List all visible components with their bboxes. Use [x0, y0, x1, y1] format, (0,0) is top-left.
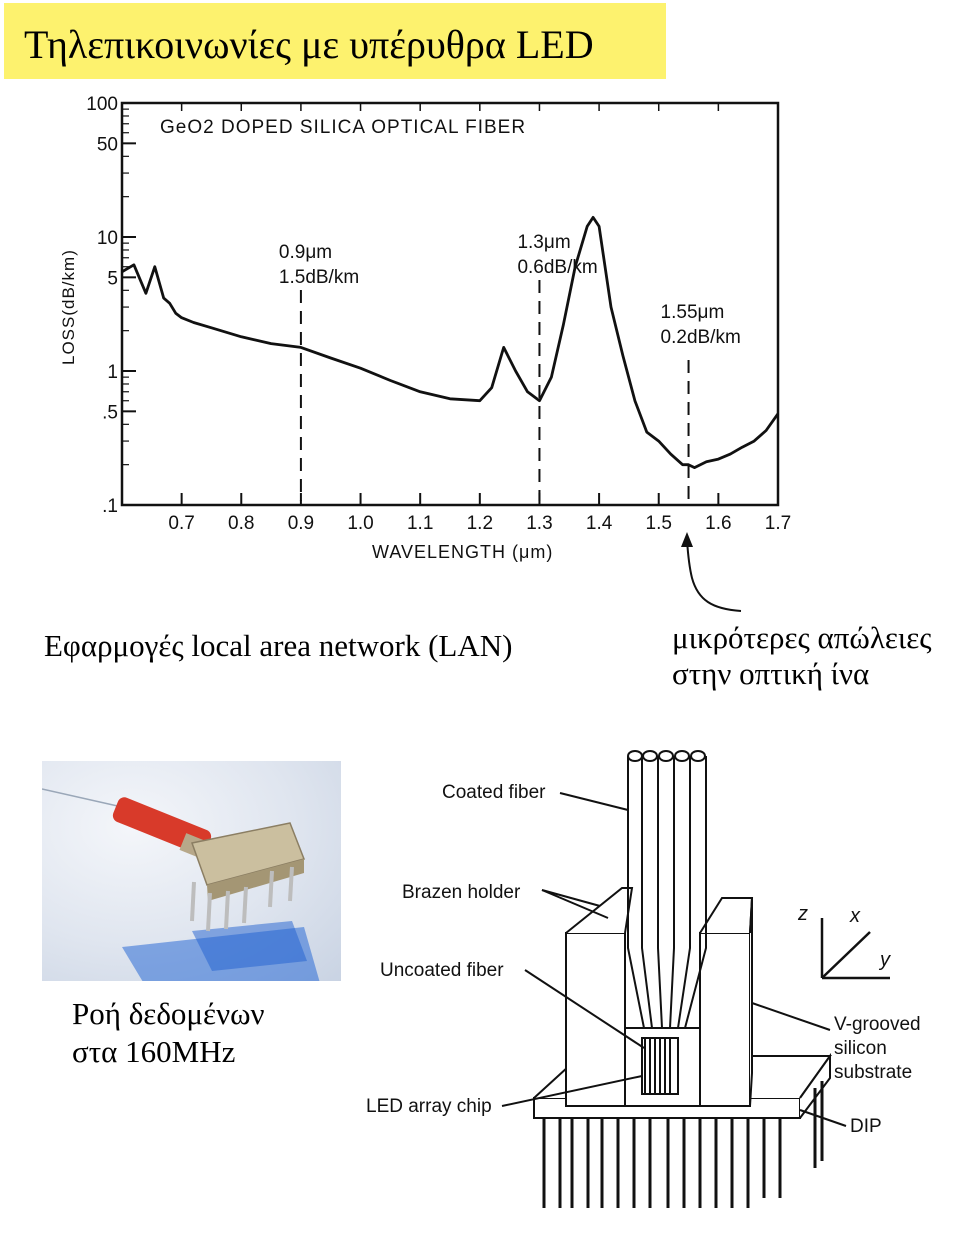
x-tick-label-0: 0.7 [168, 513, 194, 534]
title-banner: Τηλεπικοινωνίες με υπέρυθρα LED [4, 3, 666, 79]
series-line-0 [121, 216, 780, 469]
callout-arrow [681, 532, 742, 612]
rate-note-line1: Ροή δεδομένων [72, 996, 265, 1031]
y-tick-label-0: 100 [86, 94, 118, 115]
y-tick-label-4: 1 [107, 362, 118, 383]
slide-title: Τηλεπικοινωνίες με υπέρυθρα LED [24, 22, 594, 67]
fiber-loss-chart: GeO2 DOPED SILICA OPTICAL FIBER WAVELENG… [59, 94, 791, 562]
y-tick-label-3: 5 [107, 268, 118, 289]
axis-y-label: y [878, 949, 891, 971]
lan-caption: Εφαρμογές local area network (LAN) [44, 628, 513, 663]
x-tick-label-10: 1.7 [765, 513, 791, 534]
y-tick-label-2: 10 [97, 228, 118, 249]
y-axis-label: LOSS(dB/km) [59, 249, 78, 365]
y-tick-label-6: .1 [102, 496, 118, 517]
label-silicon: silicon [834, 1038, 887, 1059]
annotation-loss-0: 1.5dB/km [279, 267, 359, 288]
loss-note-line2: στην οπτική ίνα [672, 656, 870, 691]
chart-title: GeO2 DOPED SILICA OPTICAL FIBER [160, 117, 526, 138]
x-tick-label-9: 1.6 [705, 513, 731, 534]
led-array-diagram: Coated fiber Brazen holder Uncoated fibe… [366, 750, 921, 1208]
rate-note-line2: στα 160MHz [72, 1034, 236, 1069]
y-tick-label-1: 50 [97, 134, 118, 155]
label-coated-fiber: Coated fiber [442, 782, 546, 803]
led-module-photo [42, 761, 341, 981]
x-tick-label-5: 1.2 [467, 513, 493, 534]
label-uncoated-fiber: Uncoated fiber [380, 960, 504, 981]
axis-z-label: z [797, 903, 808, 925]
label-brazen-holder: Brazen holder [402, 882, 521, 903]
x-tick-label-7: 1.4 [586, 513, 613, 534]
x-tick-label-2: 0.9 [288, 513, 314, 534]
annotation-wavelength-2: 1.55μm [661, 302, 725, 323]
x-tick-label-8: 1.5 [646, 513, 672, 534]
x-tick-label-4: 1.1 [407, 513, 433, 534]
label-dip: DIP [850, 1116, 882, 1137]
annotation-wavelength-0: 0.9μm [279, 242, 332, 263]
label-v-grooved: V-grooved [834, 1014, 921, 1035]
x-tick-label-6: 1.3 [526, 513, 552, 534]
y-tick-label-5: .5 [102, 402, 118, 423]
x-tick-label-1: 0.8 [228, 513, 254, 534]
x-axis-label: WAVELENGTH (μm) [372, 542, 553, 562]
label-led-array-chip: LED array chip [366, 1096, 492, 1117]
label-substrate: substrate [834, 1062, 912, 1083]
axis-x-label: x [849, 905, 861, 927]
annotation-loss-2: 0.2dB/km [661, 327, 741, 348]
x-tick-label-3: 1.0 [347, 513, 373, 534]
plot-frame [120, 101, 780, 507]
annotation-wavelength-1: 1.3μm [517, 232, 570, 253]
loss-note-line1: μικρότερες απώλειες [672, 620, 932, 655]
